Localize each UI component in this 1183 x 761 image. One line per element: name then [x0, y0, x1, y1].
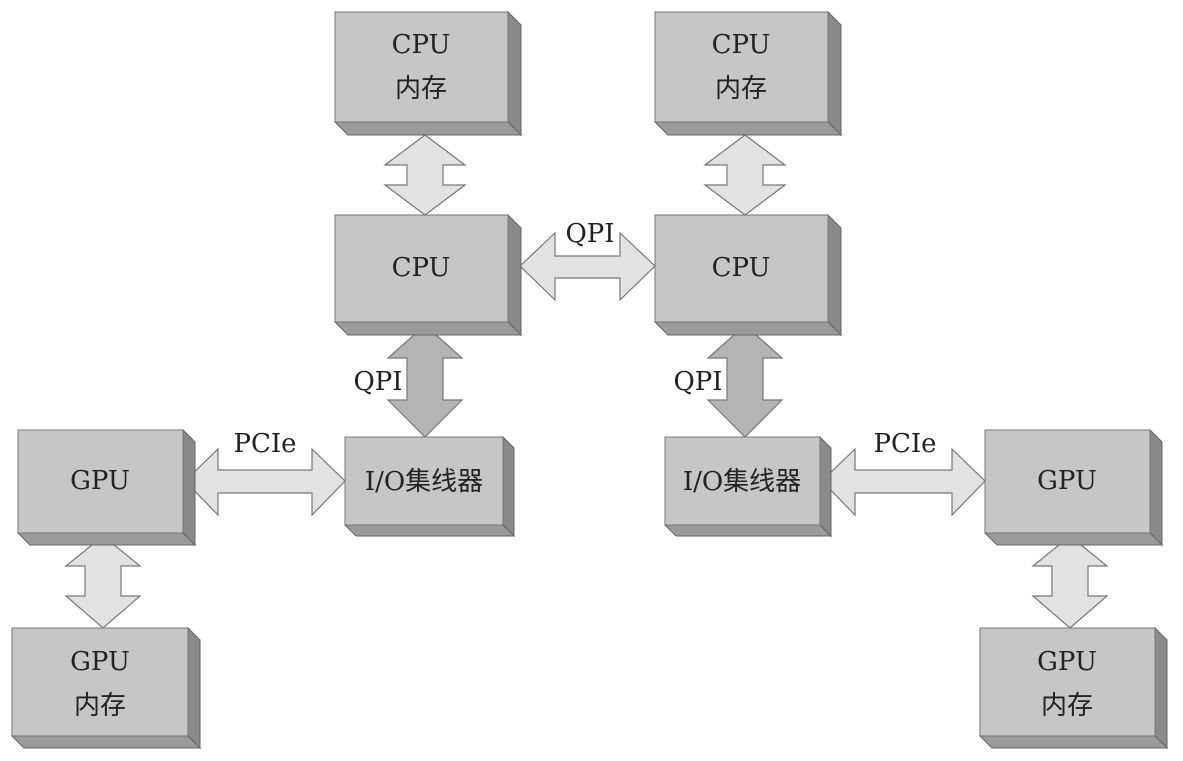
cpu-memory-right-box: CPU 内存	[653, 10, 843, 137]
io-hub-right-box: I/O集线器	[663, 435, 833, 538]
arrow-gpu-mem-right	[1031, 535, 1109, 629]
arrow-cpu-mem-right	[703, 134, 787, 216]
qpi-label: QPI	[565, 219, 614, 249]
cpu-label: CPU	[392, 253, 451, 283]
cpu-memory-label: 内存	[715, 74, 767, 104]
cpu-memory-left-box: CPU 内存	[333, 10, 523, 137]
gpu-right-box: GPU	[983, 428, 1164, 547]
gpu-label: GPU	[1037, 466, 1097, 496]
cpu-label: CPU	[712, 253, 771, 283]
io-hub-left-box: I/O集线器	[343, 435, 516, 538]
cpu-memory-label: CPU	[712, 30, 771, 60]
io-hub-label: I/O集线器	[683, 467, 801, 497]
qpi-label: QPI	[353, 367, 402, 397]
gpu-memory-left-box: GPU 内存	[10, 626, 202, 750]
gpu-label: GPU	[70, 466, 130, 496]
gpu-memory-right-box: GPU 内存	[978, 626, 1169, 750]
pcie-label: PCIe	[873, 429, 936, 459]
cpu-memory-label: 内存	[395, 74, 447, 104]
cpu-left-box: CPU	[333, 213, 523, 337]
gpu-memory-label: 内存	[1041, 691, 1093, 721]
io-hub-label: I/O集线器	[365, 467, 483, 497]
qpi-label: QPI	[673, 367, 722, 397]
gpu-memory-label: 内存	[74, 691, 126, 721]
gpu-left-box: GPU	[16, 428, 197, 547]
cpu-right-box: CPU	[653, 213, 843, 337]
arrow-gpu-mem-left	[64, 535, 142, 629]
arrow-cpu-mem-left	[383, 134, 467, 216]
gpu-memory-label: GPU	[1037, 647, 1097, 677]
pcie-label: PCIe	[233, 429, 296, 459]
cpu-memory-label: CPU	[392, 30, 451, 60]
gpu-memory-label: GPU	[70, 647, 130, 677]
